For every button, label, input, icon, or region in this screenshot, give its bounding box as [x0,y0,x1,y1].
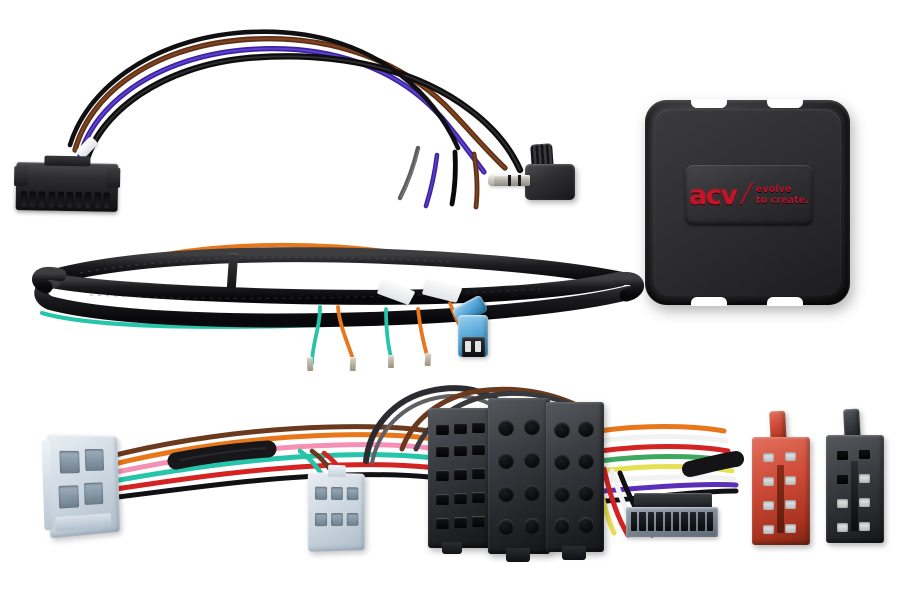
grey-16-pin-connector [626,493,718,541]
black-10-pin-connector [14,155,121,212]
module-notch [691,297,727,306]
acv-logo-slash: / [737,178,755,211]
black-quadlock-connector [428,390,608,562]
grey-connector-top-rail [634,493,712,511]
blue-connector-pin-block [462,337,485,357]
grey-connector-latch [328,464,346,478]
jack-tip [490,175,530,186]
acv-interface-module: acv / evolve to create. [645,99,850,306]
iso-black-body [826,435,884,543]
jack-housing [525,164,575,200]
acv-tagline-line-2: to create. [755,195,810,206]
module-notch [691,99,727,108]
module-notch [767,99,803,108]
braided-harness-assembly [20,235,644,375]
acv-tagline-line-1: evolve [755,184,792,195]
jack-tip-end [488,175,494,186]
patch-lead-wires [67,29,524,210]
module-notch [767,297,803,306]
iso-speaker-connector-black [826,408,890,547]
quadlock-section-right [546,402,604,560]
crimp-terminal [388,355,394,368]
grey-connector-skirt [55,513,112,532]
acv-wordmark: acv [688,179,738,211]
blue-2-pin-connector [450,294,500,363]
main-loom-assembly [0,365,900,600]
quadlock-section-left [428,408,492,554]
patch-lead-assembly [0,0,620,240]
quadlock-section-centre [488,398,550,562]
grey-connector-shell [626,507,718,537]
braided-harness-wires [32,242,644,365]
iso-red-body [752,437,810,545]
grey-6-pin-connector-small [307,464,365,552]
grey-connector-rail [41,440,53,531]
3.5mm-right-angle-jack [488,143,588,212]
acv-logo-plate: acv / evolve to create. [685,165,813,225]
grey-6-pin-connector [41,433,121,539]
iso-power-connector-red [752,410,816,547]
